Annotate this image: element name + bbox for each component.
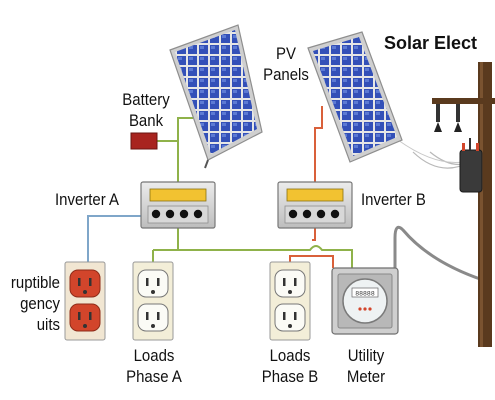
diagram-title: Solar Elect bbox=[384, 33, 478, 53]
phase-a-bus bbox=[152, 245, 353, 268]
battery-bank-label-line-1: Battery bbox=[122, 90, 170, 109]
pv-panels-label-line-2: Panels bbox=[263, 65, 309, 84]
loads-phase-b-label-line-1: Loads bbox=[269, 346, 311, 365]
utility-meter: 88888 bbox=[331, 267, 399, 335]
svg-text:88888: 88888 bbox=[355, 291, 375, 298]
utility-pole bbox=[432, 62, 495, 347]
emergency-circuits-label-line-2: gency bbox=[20, 294, 60, 313]
phase-a-outlet bbox=[132, 261, 174, 341]
pv-panel-a bbox=[169, 24, 263, 169]
utility-drop-wire bbox=[393, 225, 484, 282]
phase-b-bus bbox=[289, 255, 334, 268]
inverter-b-label: Inverter B bbox=[361, 190, 426, 209]
inverter-a-display bbox=[149, 188, 207, 202]
loads-phase-a-label-line-1: Loads bbox=[133, 346, 175, 365]
inverter-b-output bbox=[312, 228, 316, 241]
loads-phase-a-label: Loads Phase A bbox=[122, 345, 185, 387]
pole-transformer bbox=[459, 149, 483, 193]
inverter-b bbox=[277, 181, 353, 229]
phase-b-outlet bbox=[269, 261, 311, 341]
utility-meter-label-line-1: Utility bbox=[347, 346, 385, 365]
emergency-outlet bbox=[64, 261, 106, 341]
pv-panels-label: PV Panels bbox=[260, 43, 313, 85]
emergency-circuits-label: ruptible gency uits bbox=[7, 272, 60, 335]
inverter-a bbox=[140, 181, 216, 229]
utility-meter-label: Utility Meter bbox=[338, 345, 394, 387]
inverter-b-display bbox=[286, 188, 344, 202]
emergency-wire bbox=[87, 215, 141, 262]
utility-meter-label-line-2: Meter bbox=[346, 367, 386, 386]
battery-bank-label-line-2: Bank bbox=[128, 111, 164, 130]
inverter-a-label: Inverter A bbox=[55, 190, 120, 209]
loads-phase-b-label: Loads Phase B bbox=[258, 345, 321, 387]
pv-panel-b bbox=[307, 31, 403, 163]
emergency-circuits-label-line-3: uits bbox=[36, 315, 60, 334]
battery bbox=[130, 132, 158, 150]
loads-phase-a-label-line-2: Phase A bbox=[126, 367, 182, 386]
pv-panels-label-line-1: PV bbox=[276, 44, 296, 63]
battery-bank-label: Battery Bank bbox=[114, 89, 177, 131]
emergency-circuits-label-line-1: ruptible bbox=[10, 273, 60, 292]
battery-wire bbox=[157, 117, 193, 142]
panel-b-wire bbox=[314, 106, 323, 182]
loads-phase-b-label-line-2: Phase B bbox=[261, 367, 319, 386]
